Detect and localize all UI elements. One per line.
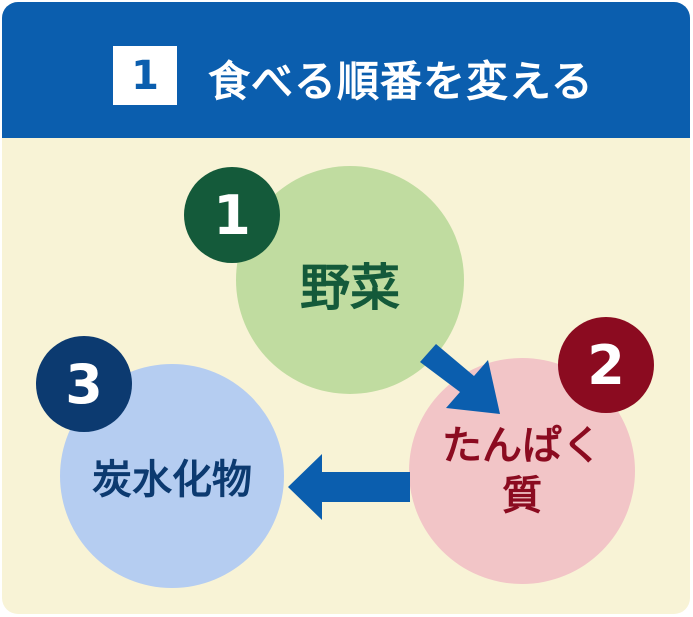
header-bar: 1 食べる順番を変える [2, 2, 690, 138]
step-vegetables-label: 野菜 [300, 259, 400, 317]
step-carbs-label: 炭水化物 [92, 457, 252, 503]
step-3-badge: 3 [36, 336, 132, 432]
step-2-badge: 2 [558, 317, 654, 413]
header-title: 食べる順番を変える [208, 57, 594, 106]
step-1-badge: 1 [184, 167, 280, 263]
step-protein-label: たんぱく質 [442, 423, 602, 519]
header-number-box: 1 [113, 46, 177, 105]
arrow-protein-to-carbs-icon [288, 454, 410, 520]
arrow-vegetables-to-protein-icon [420, 344, 500, 414]
